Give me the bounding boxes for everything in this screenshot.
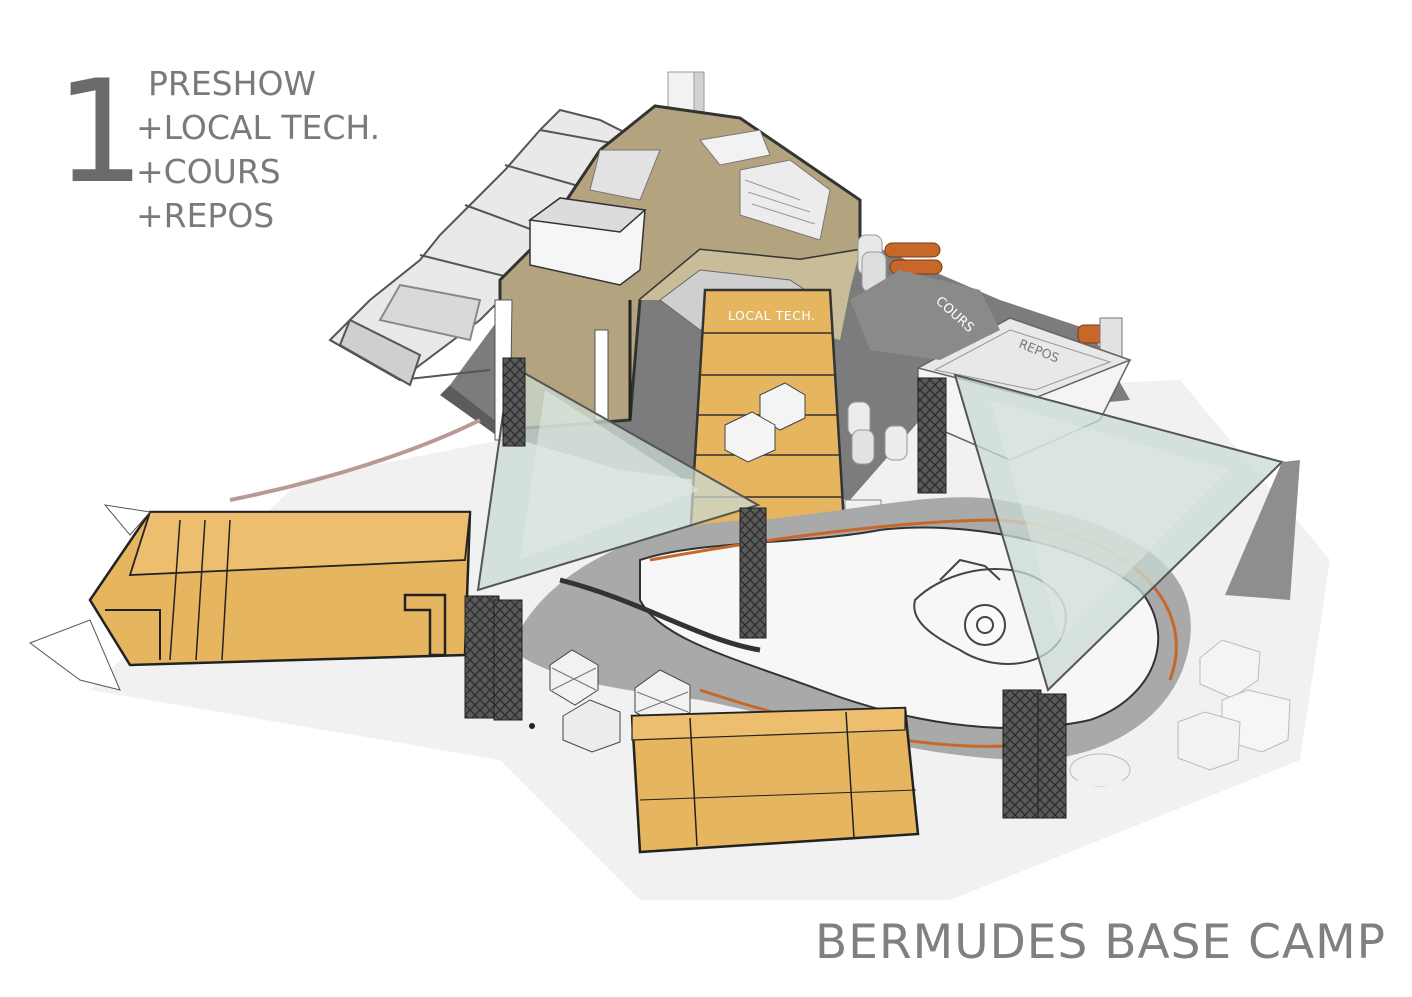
crates-right	[1069, 639, 1291, 787]
canopy-sail-left	[476, 363, 761, 592]
program-item-local-tech: +LOCAL TECH.	[136, 108, 381, 147]
roof-box	[528, 197, 647, 286]
frame-structure	[328, 108, 662, 387]
ground-line	[229, 418, 481, 502]
program-item-repos: +REPOS	[136, 196, 275, 235]
program-item-cours: +COURS	[136, 152, 281, 191]
storage-container-front	[630, 706, 920, 854]
label-local-tech: LOCAL TECH.	[728, 308, 816, 323]
roof-stairs	[739, 159, 831, 241]
project-title: BERMUDES BASE CAMP	[815, 915, 1386, 970]
program-list: PRESHOW +LOCAL TECH. +COURS +REPOS	[136, 62, 380, 238]
storage-container-left	[28, 504, 472, 691]
barrels-top	[857, 234, 1123, 359]
program-item-preshow: PRESHOW	[148, 64, 317, 103]
step-number: 1	[55, 50, 145, 215]
canopy-sail-right	[953, 373, 1300, 692]
cours-court	[850, 270, 1000, 360]
truss-masts	[464, 357, 1067, 819]
local-tech-container	[688, 288, 847, 561]
crate-on-container	[724, 382, 806, 463]
